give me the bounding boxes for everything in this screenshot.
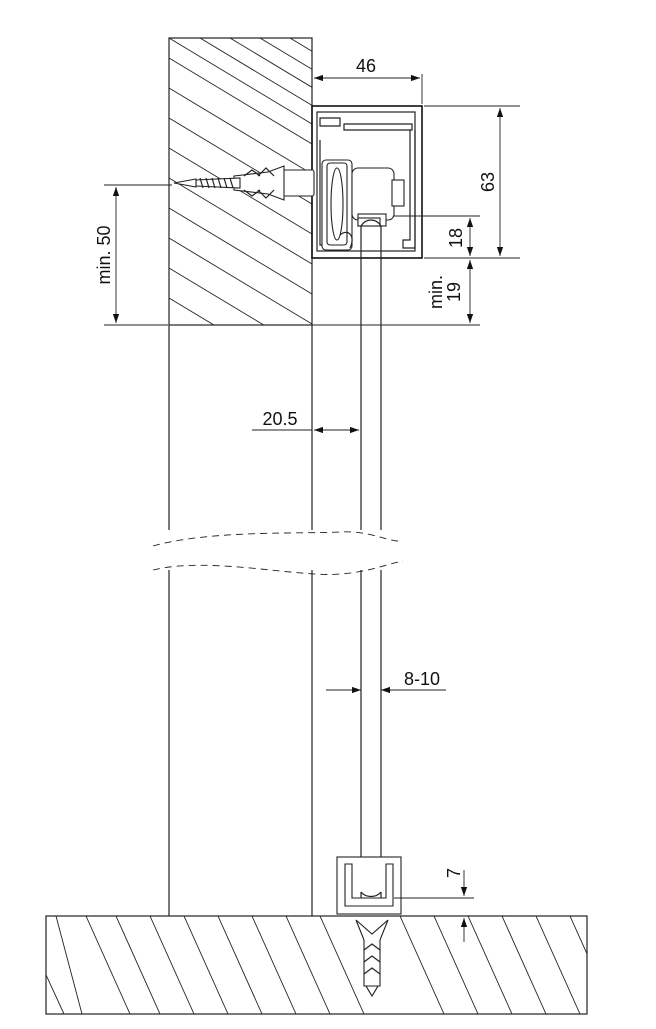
dimension-label-min-50: min. 50 <box>94 225 114 284</box>
floor-hatched-section <box>45 915 588 1015</box>
dimension-46: 46 <box>311 40 423 104</box>
dimension-label-19: 19 <box>444 282 464 302</box>
wall-screw-anchor <box>173 165 315 201</box>
dimension-min-19: min. 19 <box>170 260 480 326</box>
dimension-8-10: 8-10 <box>326 669 446 694</box>
dimension-label-63: 63 <box>478 172 498 192</box>
dimension-label-20-5: 20.5 <box>262 409 297 429</box>
dimension-7: 7 <box>394 868 474 942</box>
dimension-18: 18 <box>394 215 480 256</box>
dimension-label-8-10: 8-10 <box>404 669 440 689</box>
dimension-label-min: min. <box>426 275 446 309</box>
dimension-label-7: 7 <box>444 868 464 878</box>
dimension-20-5: 20.5 <box>252 409 359 434</box>
glass-door-panel <box>357 217 382 892</box>
dimension-63: 63 <box>424 105 520 259</box>
floor-screw-anchor <box>355 919 389 998</box>
dimension-label-46: 46 <box>356 56 376 76</box>
break-lines <box>152 531 404 575</box>
wall-body <box>168 325 313 916</box>
floor-guide <box>336 856 402 915</box>
dimension-min-50: min. 50 <box>94 184 172 326</box>
dimension-label-18: 18 <box>446 228 466 248</box>
roller-carriage <box>321 159 405 251</box>
